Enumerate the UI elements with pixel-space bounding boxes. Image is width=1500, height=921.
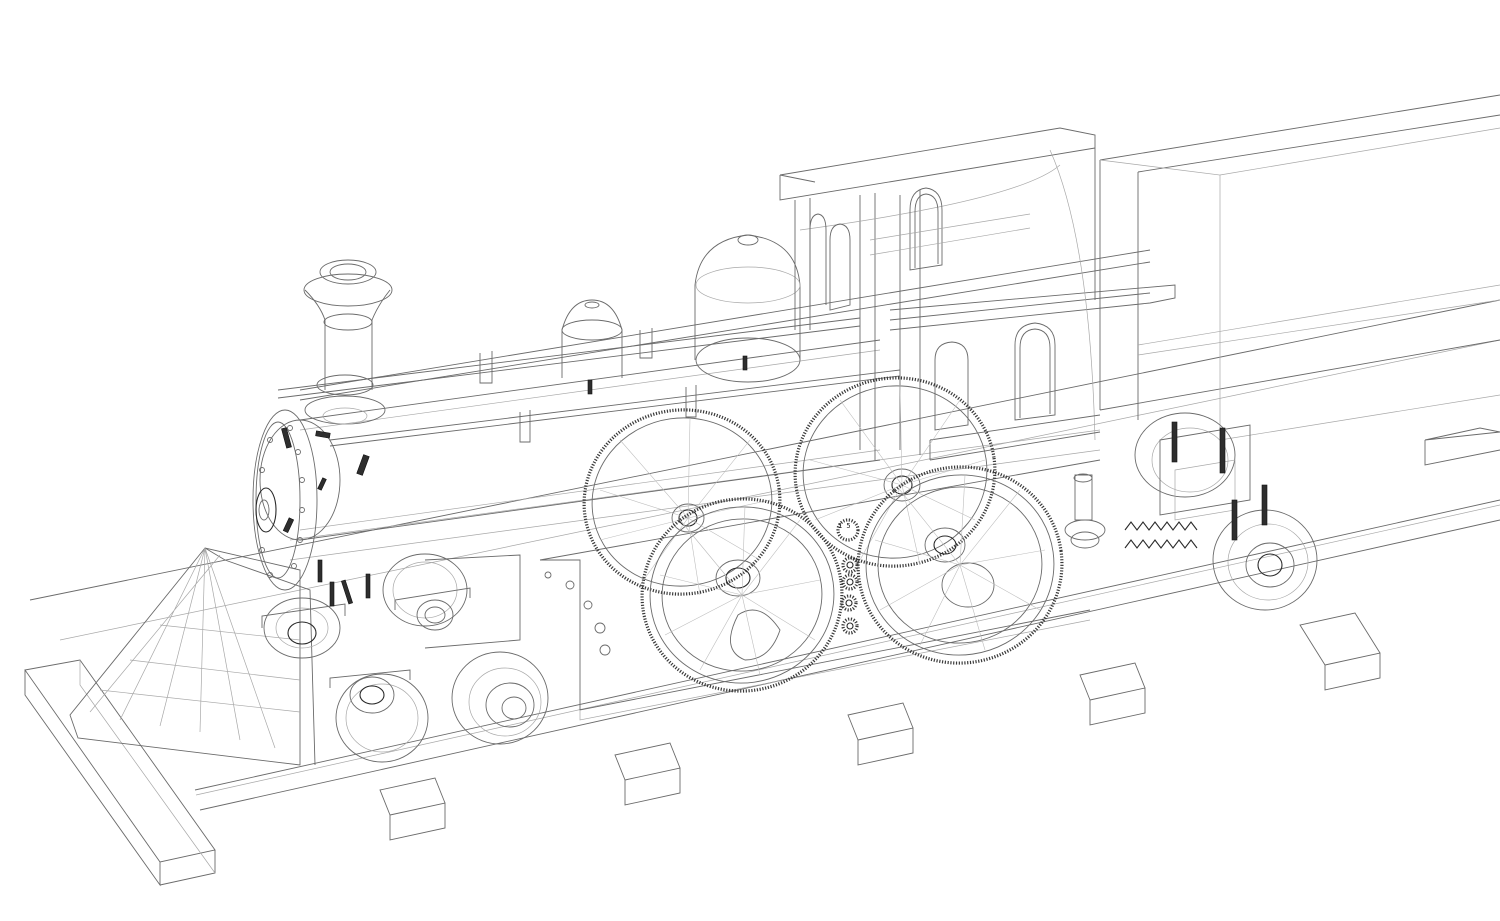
sleepers <box>24 427 1500 887</box>
boiler <box>259 317 901 541</box>
frame-plate-holes <box>544 571 611 656</box>
trailing-truck <box>1064 412 1318 611</box>
pilot-cowcatcher <box>69 547 316 766</box>
tender <box>1099 94 1500 441</box>
pony-truck-wheels <box>329 651 549 763</box>
smokestack <box>303 259 393 425</box>
pinion-gear-stack: 1 5 <box>836 518 860 635</box>
cab <box>779 127 1176 461</box>
rails <box>29 299 1500 811</box>
lower-driver-wheels <box>640 465 1064 693</box>
upper-driver-gears <box>582 376 997 596</box>
bolts <box>281 355 1268 607</box>
domes <box>561 234 801 383</box>
frame <box>289 249 1151 721</box>
smokebox-front <box>252 409 318 591</box>
smokebox-bolts <box>259 425 305 578</box>
pinion-badge: 1 5 <box>838 522 851 530</box>
front-cylinders <box>261 553 521 659</box>
